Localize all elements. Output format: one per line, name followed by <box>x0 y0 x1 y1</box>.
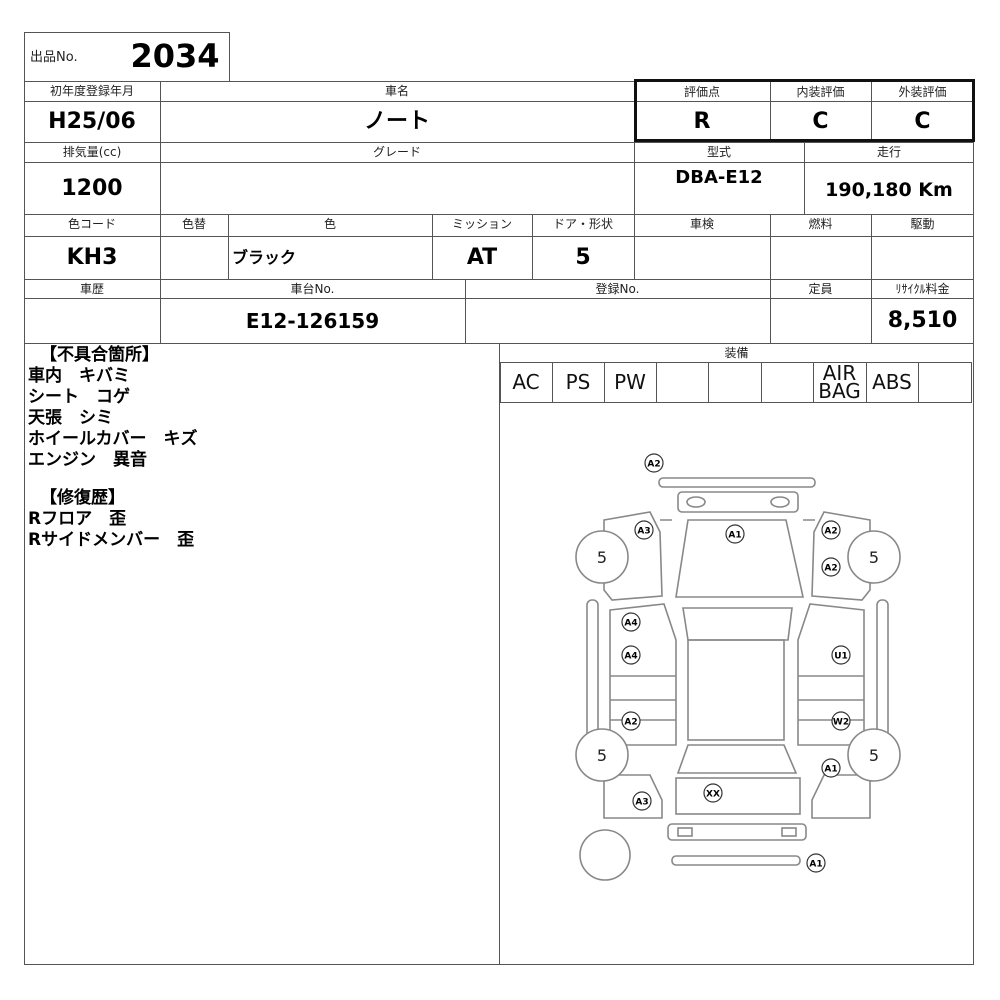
fuel-label: 燃料 <box>808 217 833 231</box>
door-shape-label: ドア・形状 <box>552 217 613 231</box>
equip-airbag: AIR BAG <box>818 361 861 403</box>
note-line: エンジン 異音 <box>28 450 147 470</box>
model-code-label: 型式 <box>706 145 731 159</box>
note-repair-header: 【修復歴】 <box>40 488 125 508</box>
registration-no-label: 登録No. <box>595 282 640 296</box>
recycle-fee-value: 8,510 <box>887 308 958 333</box>
drive-label: 駆動 <box>910 217 935 231</box>
equip-ac: AC <box>512 370 540 394</box>
capacity-label: 定員 <box>808 282 833 296</box>
inspection-label: 車検 <box>689 217 714 231</box>
car-name-value: ノート <box>363 109 430 134</box>
history-label: 車歴 <box>79 282 104 296</box>
note-line: Rフロア 歪 <box>28 509 127 529</box>
model-code-value: DBA-E12 <box>675 167 763 188</box>
car-name-label: 車名 <box>384 84 409 98</box>
displacement-label: 排気量(cc) <box>62 145 122 159</box>
note-defects-header: 【不具合箇所】 <box>40 345 159 365</box>
note-line: ホイールカバー キズ <box>28 429 198 449</box>
transmission-value: AT <box>466 245 498 270</box>
door-shape-value: 5 <box>575 245 591 270</box>
color-label: 色 <box>323 217 336 231</box>
mileage-value: 190,180 Km <box>825 179 953 201</box>
score-highlight-box <box>634 79 975 142</box>
note-line: 車内 キバミ <box>28 366 130 386</box>
exterior-grade-label: 外装評価 <box>898 85 947 99</box>
mileage-label: 走行 <box>876 145 901 159</box>
chassis-value: E12-126159 <box>245 309 380 333</box>
note-line: Rサイドメンバー 歪 <box>28 530 195 550</box>
interior-grade-value: C <box>812 109 829 134</box>
equipment-grid <box>500 362 972 403</box>
equip-ps: PS <box>565 370 591 394</box>
recycle-fee-label: ﾘｻｲｸﾙ料金 <box>895 282 950 296</box>
equip-pw: PW <box>614 370 646 394</box>
exterior-grade-value: C <box>914 109 931 134</box>
first-registration-label: 初年度登録年月 <box>49 84 134 98</box>
note-line: 天張 シミ <box>28 408 113 428</box>
color-code-label: 色コード <box>67 217 116 231</box>
lot-label: 出品No. <box>30 50 78 65</box>
displacement-value: 1200 <box>61 176 123 201</box>
score-label: 評価点 <box>683 85 720 99</box>
equipment-label: 装備 <box>724 346 749 360</box>
first-registration-value: H25/06 <box>48 109 136 134</box>
interior-grade-label: 内装評価 <box>796 85 845 99</box>
equip-abs: ABS <box>872 370 912 394</box>
note-line: シート コゲ <box>28 387 130 407</box>
color-change-label: 色替 <box>181 217 206 231</box>
grade-label: グレード <box>372 145 421 159</box>
chassis-label: 車台No. <box>290 282 335 296</box>
color-code-value: KH3 <box>66 245 118 270</box>
lot-number: 2034 <box>130 37 220 75</box>
score-value: R <box>693 109 711 134</box>
color-value: ブラック <box>232 248 297 267</box>
transmission-label: ミッション <box>451 217 512 231</box>
